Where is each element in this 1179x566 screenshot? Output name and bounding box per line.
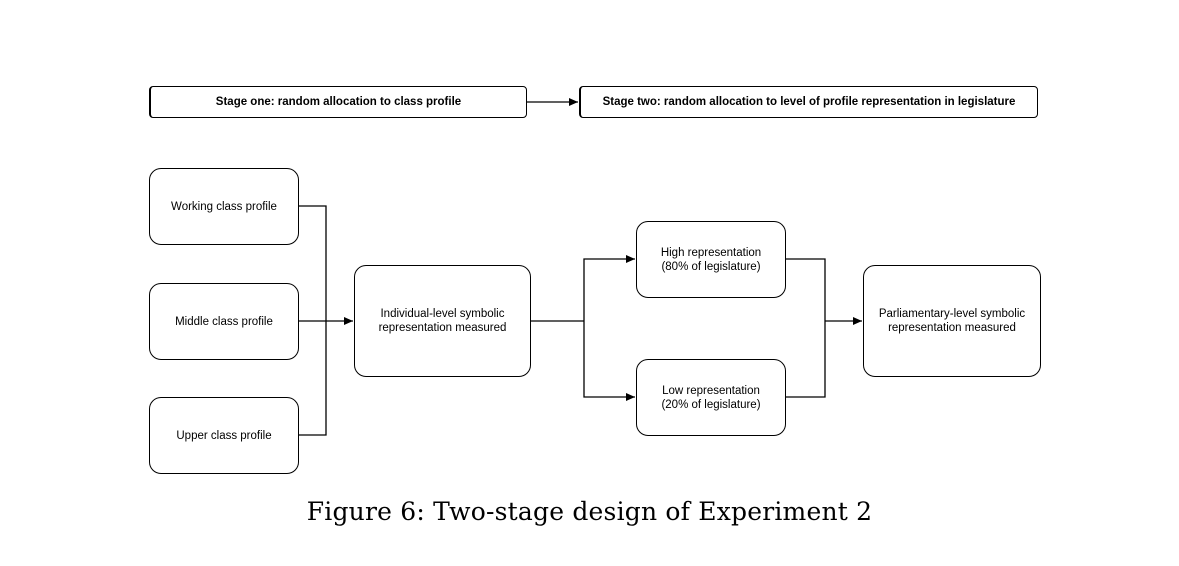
upper-connector [298, 321, 327, 436]
high-branch-arrow [583, 255, 635, 321]
stage-two-box: Stage two: random allocation to level of… [579, 86, 1038, 118]
parliamentary-level-label: Parliamentary-level symbolic representat… [878, 308, 1026, 334]
upper-class-box: Upper class profile [149, 397, 299, 474]
high-connector [786, 258, 826, 321]
low-branch-arrow [583, 321, 635, 401]
middle-class-box: Middle class profile [149, 283, 299, 360]
parliamentary-level-box: Parliamentary-level symbolic representat… [863, 265, 1041, 377]
stage-one-box: Stage one: random allocation to class pr… [149, 86, 527, 118]
low-connector [786, 321, 826, 398]
stage-one-label: Stage one: random allocation to class pr… [215, 96, 462, 108]
middle-class-label: Middle class profile [175, 315, 273, 328]
low-representation-label: Low representation (20% of legislature) [661, 384, 761, 411]
upper-class-label: Upper class profile [176, 429, 272, 442]
low-representation-box: Low representation (20% of legislature) [636, 359, 786, 436]
working-class-label: Working class profile [171, 200, 277, 213]
high-representation-label: High representation (80% of legislature) [660, 246, 762, 273]
figure-caption: Figure 6: Two-stage design of Experiment… [306, 497, 873, 526]
individual-level-box: Individual-level symbolic representation… [354, 265, 531, 377]
stage-two-label: Stage two: random allocation to level of… [602, 96, 1016, 108]
high-representation-box: High representation (80% of legislature) [636, 221, 786, 298]
working-class-box: Working class profile [149, 168, 299, 245]
working-connector [298, 205, 327, 321]
individual-level-label: Individual-level symbolic representation… [378, 308, 507, 334]
